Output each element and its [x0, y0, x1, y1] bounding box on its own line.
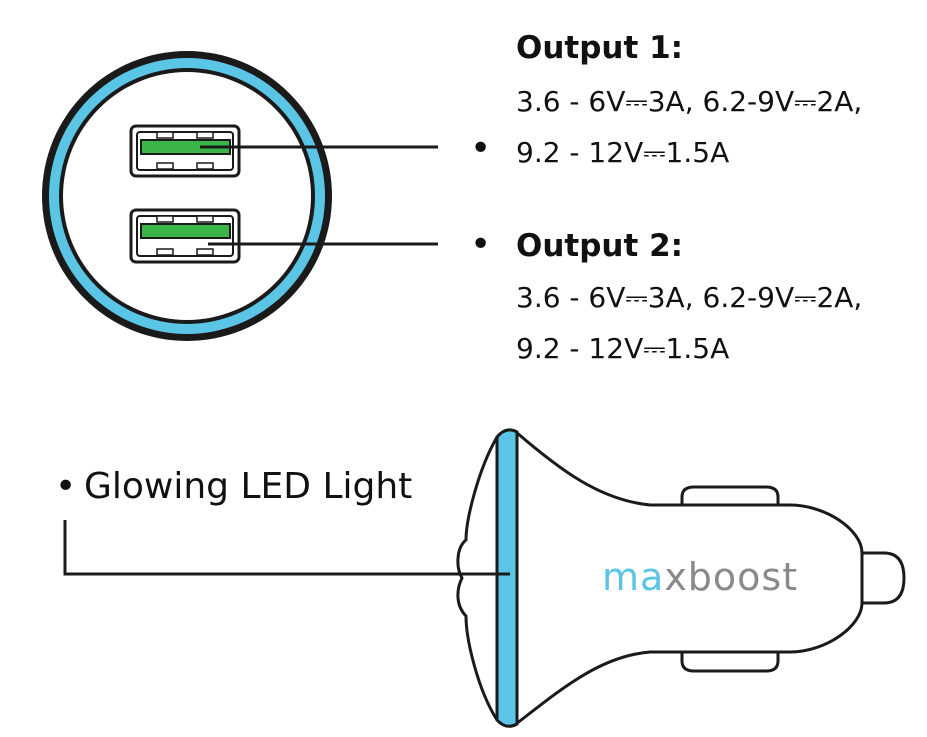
face-plate [63, 72, 311, 320]
led-leader-line [63, 520, 510, 576]
brand-logo-part-1: ma [602, 555, 664, 599]
usb-port-2-tongue [140, 223, 231, 239]
brand-logo: maxboost [602, 555, 798, 599]
tip-contact [862, 551, 906, 605]
output-1-label: Output 1: 3.6 - 6V⎓3A, 6.2-9V⎓2A, 9.2 - … [516, 30, 862, 169]
led-label: • Glowing LED Light [55, 466, 412, 507]
output-2-title: Output 2: [516, 228, 683, 264]
charger-face [42, 51, 332, 341]
output-1-spec-line-2: 9.2 - 12V⎓1.5A [516, 136, 729, 169]
led-light-band [495, 428, 519, 728]
side-contact-top [680, 485, 780, 506]
charger-back-cap [456, 436, 499, 721]
charger-housing [514, 428, 864, 728]
output-1-spec-line-1: 3.6 - 6V⎓3A, 6.2-9V⎓2A, [516, 85, 862, 118]
output-2-spec-line-2: 9.2 - 12V⎓1.5A [516, 332, 729, 365]
usb-port-1 [129, 124, 241, 178]
led-label-text: Glowing LED Light [84, 466, 412, 507]
side-contact-bottom [680, 652, 780, 673]
led-bullet: • [55, 466, 76, 507]
output-2-bullet: • [470, 224, 491, 265]
output-1-bullet: • [470, 128, 491, 169]
output-2-spec-line-1: 3.6 - 6V⎓3A, 6.2-9V⎓2A, [516, 281, 862, 314]
brand-logo-part-2: xboost [664, 555, 798, 599]
output-2-label: Output 2: 3.6 - 6V⎓3A, 6.2-9V⎓2A, 9.2 - … [516, 228, 862, 365]
output-1-title: Output 1: [516, 30, 683, 66]
charger-body: maxboost [456, 428, 906, 728]
usb-port-2 [129, 208, 241, 264]
